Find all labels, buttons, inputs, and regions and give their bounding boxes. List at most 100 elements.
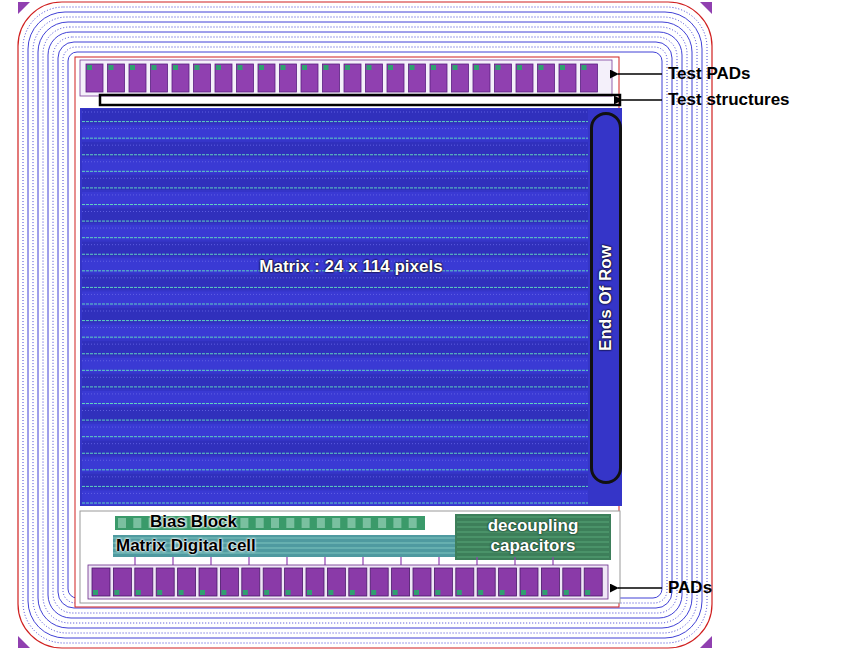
pad-contact [500,590,505,595]
test-pad [237,64,254,92]
pixel-row [82,291,588,306]
corner-mark [700,636,712,648]
pad-contact [474,65,479,70]
pad [413,568,431,596]
pad-contact [350,590,355,595]
core-area [75,57,619,607]
test-pad [280,64,297,92]
block-label: Ends Of Row [596,245,616,351]
bias-cell [256,518,264,528]
bias-cell [363,518,371,528]
row-texture [82,493,588,494]
pad-contact [243,590,248,595]
pad-contact [517,65,522,70]
pixel-row [82,109,588,124]
pixel-row [82,159,588,174]
row-bus [82,353,588,354]
matrix-region: Matrix : 24 x 114 pixels Ends Of Row [80,108,622,506]
pad-contact [259,65,264,70]
pad-contact [585,590,590,595]
row-texture [82,377,588,378]
row-bus [82,386,588,387]
row-texture [82,311,588,312]
pad-contact [238,65,243,70]
row-texture [82,244,588,245]
pad-contact [286,590,291,595]
pad-contact [152,65,157,70]
row-texture [82,178,588,179]
guard-ring [43,27,687,623]
bias-cell [332,518,340,528]
row-bus [82,453,588,454]
guard-ring [68,52,662,598]
pad [92,568,110,596]
row-texture [82,360,588,361]
pad-contact [264,590,269,595]
corner-mark [18,2,30,14]
row-texture [82,443,588,444]
row-texture [82,194,588,195]
pixel-row [82,374,588,389]
pad-contact [136,590,141,595]
matrix-label: Matrix : 24 x 114 pixels [259,257,442,277]
row-bus [82,304,588,305]
row-texture [82,277,588,278]
leader-arrow [622,99,662,101]
leader-arrow [618,73,662,75]
row-texture [82,112,588,113]
test-pad [409,64,426,92]
pad [242,568,260,596]
bias-cell [133,518,141,528]
pad-contact [307,590,312,595]
test-pad [86,64,103,92]
test-pad-frame [80,60,612,96]
pixel-row [82,391,588,406]
pad [199,568,217,596]
guard-ring [23,7,707,643]
block-label: decoupling capacitors [458,516,608,556]
test-pad [194,64,211,92]
pad-contact [216,65,221,70]
pad-contact [93,590,98,595]
row-bus [82,337,588,338]
row-texture [82,161,588,162]
row-texture [82,211,588,212]
test-pad [129,64,146,92]
pixel-row [82,358,588,373]
pad-contact [87,65,92,70]
pad-contact [478,590,483,595]
test-pad [366,64,383,92]
row-bus [82,221,588,222]
bias-cell [240,518,248,528]
pad-contact [281,65,286,70]
leader-arrow [618,587,662,589]
pixel-row [82,474,588,489]
pixel-matrix [80,108,622,506]
pad [563,568,581,596]
test-pad [151,64,168,92]
pad [178,568,196,596]
pad-contact [109,65,114,70]
guard-ring [58,42,672,608]
test-pad [473,64,490,92]
corner-mark [18,636,30,648]
pad-contact [195,65,200,70]
callout-label: PADs [668,578,712,598]
pad [285,568,303,596]
test-pad [516,64,533,92]
row-texture [82,393,588,394]
test-structures-frame [100,95,620,105]
pad-contact [453,65,458,70]
periphery-area [80,511,620,603]
pixel-row [82,341,588,356]
pad-row [88,565,608,599]
pad [135,568,153,596]
test-pad [344,64,361,92]
pad [434,568,452,596]
pixel-row [82,441,588,456]
test-pad [323,64,340,92]
row-bus [82,403,588,404]
bias-cell [271,518,279,528]
pad-contact [521,590,526,595]
